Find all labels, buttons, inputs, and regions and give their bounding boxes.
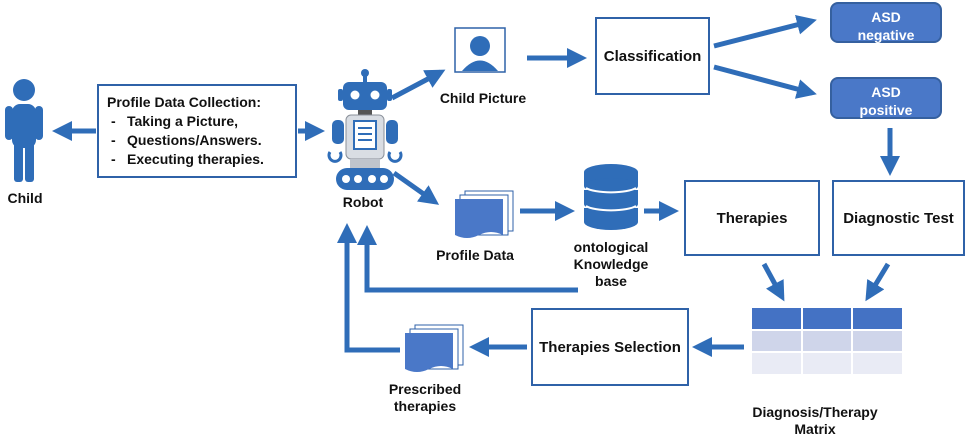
child-picture-label: Child Picture [439, 90, 527, 106]
child-label: Child [7, 190, 43, 206]
profile-data-label: Profile Data [436, 247, 514, 263]
prescribed-line-2: therapies [393, 398, 457, 414]
therapies-box: Therapies [684, 180, 820, 256]
arrow-to-child-picture [390, 69, 446, 101]
profile-collection-list: Taking a Picture, Questions/Answers. Exe… [107, 112, 287, 169]
arrow-therapies-to-matrix [761, 262, 785, 302]
arrow-to-asd-positive [713, 64, 817, 99]
list-item: Executing therapies. [107, 150, 287, 169]
matrix-label: Diagnosis/Therapy Matrix [735, 404, 895, 438]
arrow-to-asd-negative [713, 15, 817, 49]
robot-label: Robot [342, 194, 384, 210]
diagnostic-test-box: Diagnostic Test [832, 180, 965, 256]
classification-box: Classification [595, 17, 710, 95]
table-icon [752, 308, 902, 374]
arrow-prescribed-to-robot [337, 223, 400, 353]
kb-line-1: ontological [573, 239, 649, 255]
asd-negative-line-2: negative [857, 27, 915, 43]
kb-line-3: base [595, 273, 627, 289]
asd-positive-line-1: ASD [871, 84, 901, 100]
knowledge-base-label: ontological Knowledge base [556, 239, 666, 290]
kb-line-2: Knowledge [573, 256, 649, 272]
database-icon [584, 164, 638, 230]
arrow-diagnostic-to-matrix [865, 262, 891, 302]
asd-positive-node: ASD positive [830, 77, 942, 119]
arrows [52, 15, 900, 357]
person-icon [5, 79, 43, 182]
arrow-to-profile-data [392, 170, 440, 205]
prescribed-line-1: Prescribed [388, 381, 462, 397]
asd-positive-line-2: positive [859, 102, 913, 118]
asd-negative-node: ASD negative [830, 2, 942, 43]
therapies-selection-box: Therapies Selection [531, 308, 689, 386]
list-item: Questions/Answers. [107, 131, 287, 150]
list-item: Taking a Picture, [107, 112, 287, 131]
prescribed-therapies-label: Prescribed therapies [370, 381, 480, 415]
photo-person-icon [454, 27, 506, 73]
profile-collection-title: Profile Data Collection: [107, 94, 262, 110]
matrix-line-2: Matrix [794, 421, 836, 437]
profile-data-collection-box: Profile Data Collection: Taking a Pictur… [97, 84, 297, 178]
asd-negative-line-1: ASD [871, 9, 901, 25]
document-stack-icon [405, 324, 464, 372]
arrow-kb-to-robot [357, 225, 578, 293]
matrix-line-1: Diagnosis/Therapy [752, 404, 878, 420]
robot-icon [327, 69, 403, 190]
document-stack-icon [455, 190, 514, 238]
